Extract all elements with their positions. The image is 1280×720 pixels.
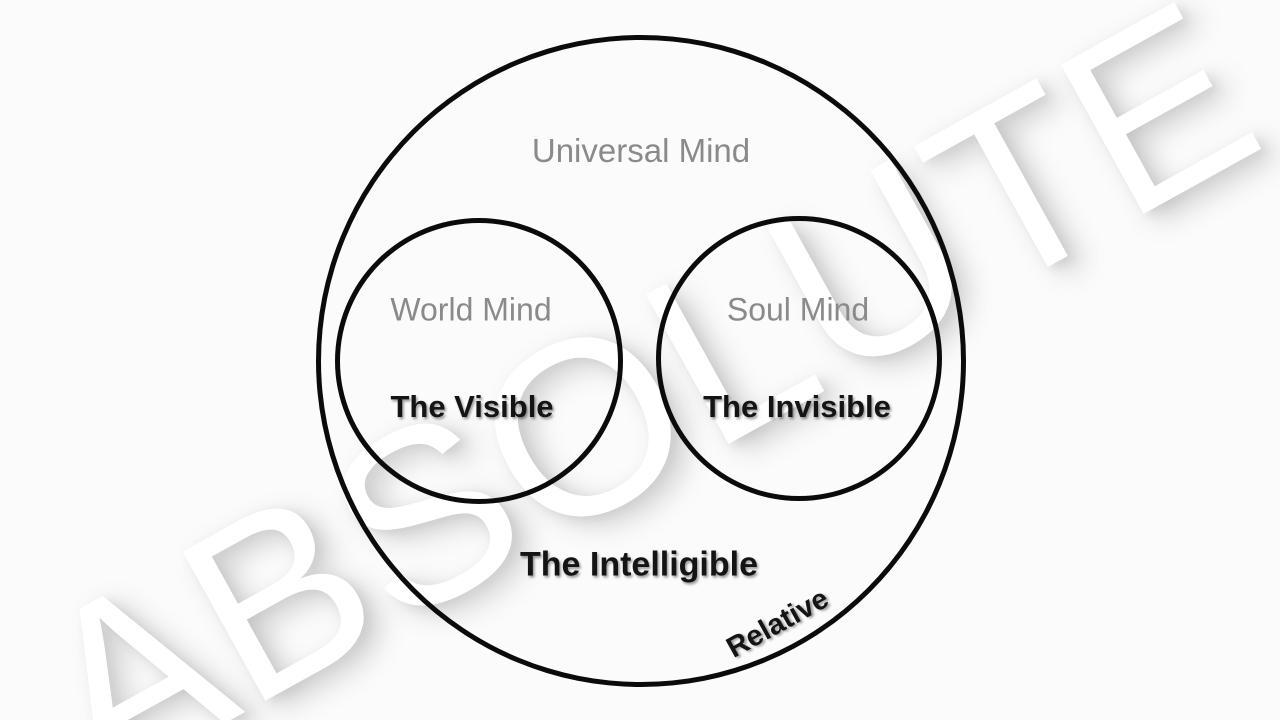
the-invisible-label: The Invisible — [703, 389, 891, 424]
world-mind-label: World Mind — [390, 291, 552, 328]
the-visible-label: The Visible — [390, 389, 554, 424]
soul-mind-label: Soul Mind — [726, 291, 870, 328]
soul-mind-circle — [656, 216, 942, 501]
the-intelligible-label: The Intelligible — [519, 545, 759, 584]
world-mind-circle — [335, 218, 623, 504]
universal-mind-circle — [316, 35, 966, 687]
universal-mind-label: Universal Mind — [531, 132, 751, 169]
